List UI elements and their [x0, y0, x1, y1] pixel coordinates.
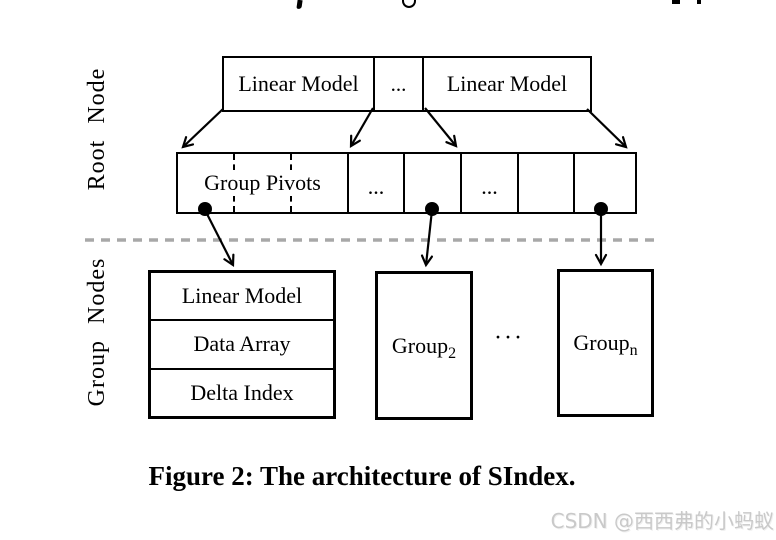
group-nodes-section-label: Group Nodes: [83, 257, 110, 407]
group-n-label: Groupn: [573, 330, 638, 359]
group-pivots-label: Group Pivots: [178, 154, 347, 212]
pivot-ellipsis-cell-1: ...: [367, 174, 385, 199]
cropped-text-fragment-comma: [296, 0, 303, 10]
pivot-ellipsis-cell-2: ...: [481, 174, 498, 199]
linear-model-cell-2: Linear Model: [446, 71, 568, 96]
pointer-arrows: [204, 209, 608, 268]
pivot-solid-divider-1: [347, 154, 349, 212]
root-linear-model-row: Linear Model ... Linear Model: [222, 56, 592, 112]
pivot-solid-divider-4: [517, 154, 519, 212]
linear-model-ellipsis-cell: ...: [373, 58, 424, 110]
group-1-delta-index-row: Delta Index: [151, 367, 333, 416]
root-node-section-label: Root Node: [83, 67, 110, 191]
pivot-solid-divider-2: [403, 154, 405, 212]
csdn-watermark: CSDN @西西弗的小蚂蚁: [550, 509, 774, 533]
linear-model-cell-1: Linear Model: [238, 71, 359, 96]
cropped-text-fragment-mark-2: [697, 0, 701, 4]
group-1-data-array-row: Data Array: [151, 319, 333, 367]
group-pivots-array: Group Pivots ... ...: [176, 152, 637, 214]
pivot-solid-divider-3: [460, 154, 462, 212]
cropped-text-fragment-mark-1: [672, 0, 680, 4]
group-n-subscript: n: [629, 342, 638, 359]
group-pivots-label-text: Group Pivots: [201, 170, 324, 196]
group-1-linear-model-row: Linear Model: [181, 283, 303, 309]
pivot-solid-divider-5: [573, 154, 575, 212]
group-2-node-box: Group2: [375, 271, 473, 420]
figure-caption: Figure 2: The architecture of SIndex.: [148, 461, 576, 491]
group-2-label: Group2: [391, 332, 457, 362]
group-n-node-box: Groupn: [557, 269, 654, 417]
fanout-arrows: [181, 107, 628, 149]
group-1-node-box: Linear Model Data Array Delta Index: [148, 270, 336, 419]
group-2-subscript: 2: [448, 344, 457, 362]
cropped-text-fragment-descender: [402, 0, 416, 8]
groups-ellipsis: ···: [494, 324, 524, 351]
